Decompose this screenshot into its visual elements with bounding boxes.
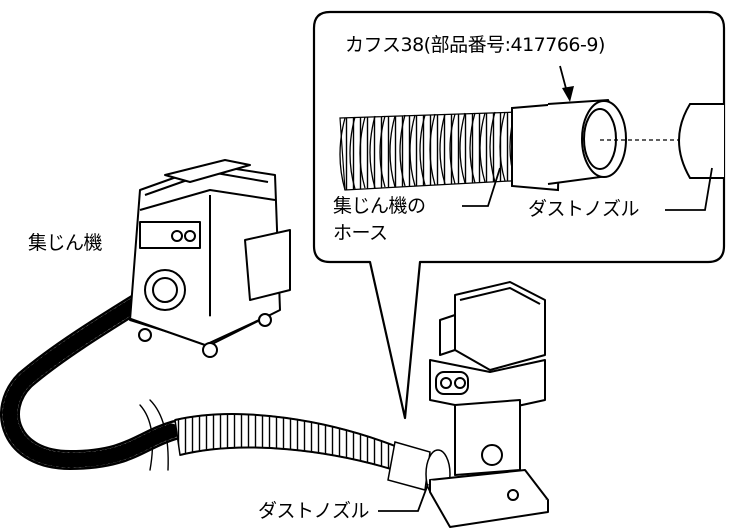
callout-balloon xyxy=(312,10,726,420)
detail-nozzle xyxy=(678,103,724,179)
detail-hose xyxy=(339,111,529,191)
cuff-label: カフス38(部品番号:417766-9) xyxy=(345,34,605,56)
detail-cuff xyxy=(511,98,627,192)
main-hose xyxy=(0,282,185,471)
dust-extractor-label: 集じん機 xyxy=(28,232,103,254)
hose-label-line1: 集じん機の xyxy=(333,195,426,217)
nozzle-label: ダストノズル xyxy=(258,500,370,522)
dust-extractor xyxy=(127,159,291,358)
hose-label-line2: ホース xyxy=(333,222,388,244)
callout-nozzle-label: ダストノズル xyxy=(528,198,640,220)
router xyxy=(429,281,549,528)
router-hose xyxy=(174,413,451,499)
